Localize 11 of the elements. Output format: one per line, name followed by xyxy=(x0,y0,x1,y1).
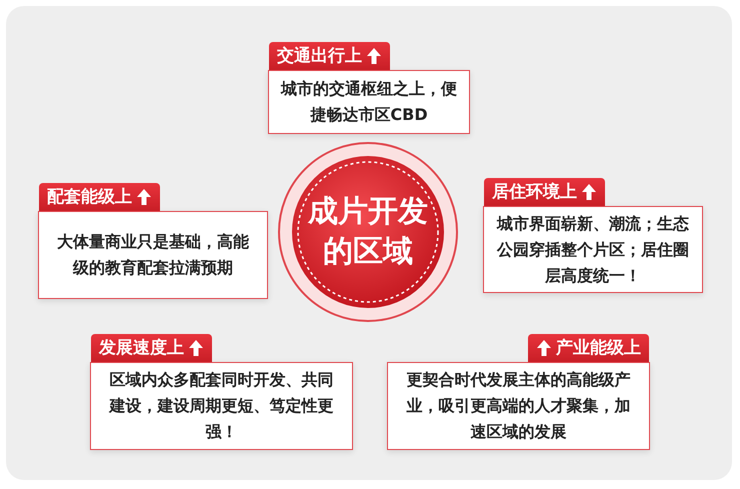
center-title: 成片开发的区域 xyxy=(306,193,429,271)
heading-text: 配套能级上 xyxy=(47,186,132,209)
heading-text: 发展速度上 xyxy=(99,337,184,360)
heading-text: 产业能级上 xyxy=(556,337,641,360)
heading-text: 居住环境上 xyxy=(492,181,577,204)
heading-text: 交通出行上 xyxy=(277,45,362,68)
body-text: 大体量商业只是基础，高能级的教育配套拉满预期 xyxy=(56,231,250,279)
body-text: 更契合时代发展主体的高能级产业，吸引更高端的人才聚集，加速区域的发展 xyxy=(406,369,632,443)
body-text: 区域内众多配套同时开发、共同建设，建设周期更短、笃定性更强！ xyxy=(108,369,334,443)
body-text: 城市的交通枢纽之上，便捷畅达市区CBD xyxy=(281,78,457,126)
body-text: 城市界面崭新、潮流；生态公园穿插整个片区；居住圈层高度统一！ xyxy=(496,212,690,286)
